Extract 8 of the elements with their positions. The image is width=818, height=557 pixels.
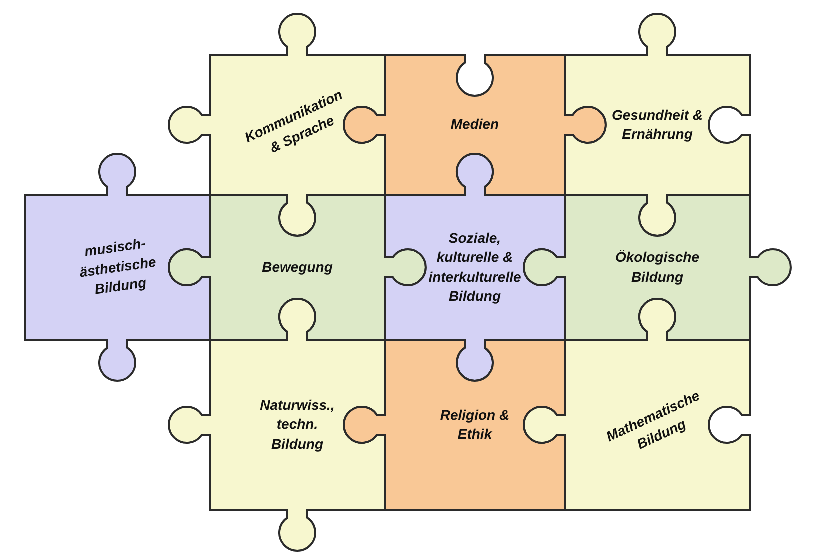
piece-label: Soziale, kulturelle & interkulturelle Bildung bbox=[428, 228, 522, 306]
piece-label: Religion & Ethik bbox=[439, 406, 511, 444]
piece-label: musisch-ästhetische Bildung bbox=[77, 234, 158, 300]
piece-label: Bewegung bbox=[261, 258, 334, 277]
piece-label: Ökologische Bildung bbox=[614, 248, 701, 287]
piece-label: Naturwiss., techn. Bildung bbox=[259, 396, 336, 454]
piece-label: Medien bbox=[450, 115, 500, 134]
piece-label: Gesundheit & Ernährung bbox=[610, 106, 704, 144]
